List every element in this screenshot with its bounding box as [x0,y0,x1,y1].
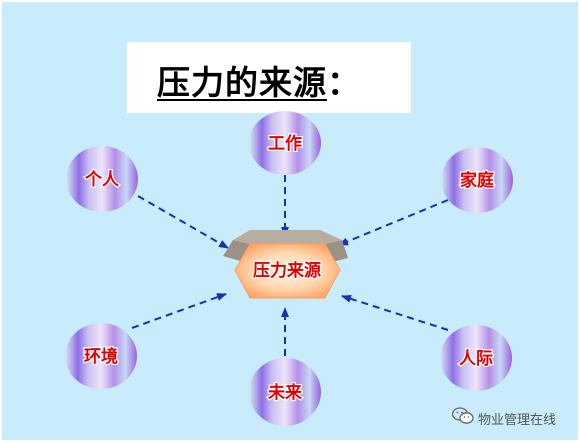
node-environment-sphere [65,323,137,389]
node-future-label: 未来 [267,382,303,403]
title-colon: ： [327,63,361,102]
node-individual: 个人 [66,146,138,212]
node-family-sphere [441,147,513,213]
title-main-text: 压力的来源 [157,63,327,102]
node-environment: 环境 [65,323,137,389]
watermark-text: 物业管理在线 [478,412,557,428]
center-label: 压力来源 [253,260,321,281]
page-title: 压力的来源： [157,56,361,104]
node-work-sphere [249,111,321,175]
wechat-icon [451,407,474,429]
center-node: 压力来源 [223,230,348,299]
node-individual-sphere [66,146,138,212]
watermark: 物业管理在线 [451,405,578,431]
node-individual-label: 个人 [84,169,120,190]
node-work: 工作 [249,111,321,175]
node-family: 家庭 [441,147,513,213]
title-box: 压力的来源： [127,42,411,113]
node-environment-label: 环境 [84,346,118,367]
arrows [131,175,449,356]
node-relations-label: 人际 [459,349,493,369]
node-relations: 人际 [440,325,512,391]
arrow-individual [137,195,229,249]
node-future: 未来 [249,358,321,426]
node-work-label: 工作 [268,133,302,154]
center-hexagon-top [233,230,342,244]
arrow-relations [341,294,449,331]
arrow-environment [131,293,227,329]
node-family-label: 家庭 [460,170,494,191]
arrow-family [338,199,449,246]
node-relations-sphere [440,325,512,391]
node-future-sphere [249,358,321,426]
center-hexagon [234,243,341,299]
